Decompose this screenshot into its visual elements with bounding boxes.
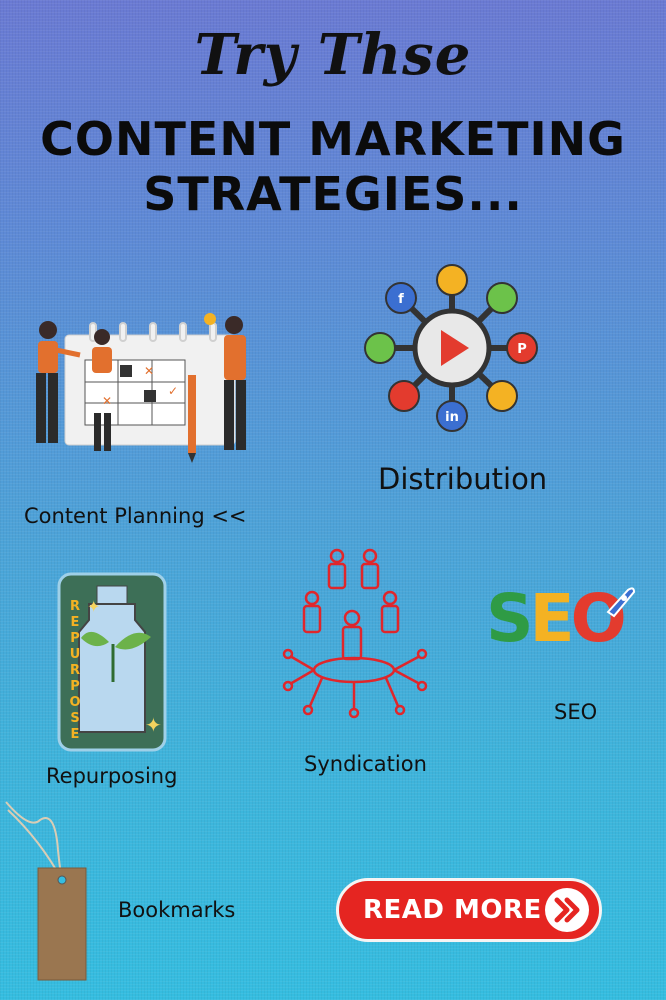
svg-text:in: in xyxy=(445,410,459,425)
distribution-social-hub-icon: f in P xyxy=(364,264,538,432)
repurpose-badge-letter: R xyxy=(70,599,80,614)
page-title-line-2: STRATEGIES... xyxy=(143,167,523,221)
content-planning-illustration-icon: ✕ ✕ ✓ xyxy=(36,313,246,463)
svg-text:S: S xyxy=(70,711,79,726)
svg-text:✦: ✦ xyxy=(145,713,162,737)
seo-logo-e: E xyxy=(529,580,575,657)
seo-logo-s: S xyxy=(486,580,534,657)
seo-logo-icon: SEO xyxy=(486,580,627,657)
read-more-label: READ MORE xyxy=(363,895,542,925)
svg-text:✕: ✕ xyxy=(102,394,112,408)
repurposing-label: Repurposing xyxy=(46,764,178,788)
svg-text:U: U xyxy=(70,647,81,662)
rocket-icon xyxy=(606,587,636,618)
read-more-button[interactable]: READ MORE xyxy=(336,878,602,942)
svg-text:E: E xyxy=(71,727,80,742)
svg-text:E: E xyxy=(71,615,80,630)
svg-text:f: f xyxy=(398,292,404,307)
repurpose-bottle-icon: ✦ ✦ R E P U R P O S E xyxy=(57,572,167,752)
bookmark-tag-icon xyxy=(5,801,87,981)
bookmarks-label: Bookmarks xyxy=(118,898,236,922)
syndication-label: Syndication xyxy=(304,752,427,776)
svg-text:P: P xyxy=(517,342,527,357)
distribution-label: Distribution xyxy=(378,462,548,496)
page-title: CONTENT MARKETING STRATEGIES... xyxy=(0,112,666,222)
svg-text:✦: ✦ xyxy=(87,597,100,616)
seo-label: SEO xyxy=(554,700,598,724)
page-title-line-1: CONTENT MARKETING xyxy=(40,112,626,166)
seo-logo-o: O xyxy=(570,580,627,657)
svg-text:✓: ✓ xyxy=(168,384,178,398)
syndication-network-icon xyxy=(282,548,428,719)
svg-text:R: R xyxy=(70,663,80,678)
svg-text:P: P xyxy=(70,631,80,646)
svg-text:P: P xyxy=(70,679,80,694)
svg-text:✕: ✕ xyxy=(144,364,154,378)
content-planning-label: Content Planning << xyxy=(24,504,247,528)
svg-text:O: O xyxy=(69,695,80,710)
script-heading: Try Thse xyxy=(194,22,472,88)
double-chevron-right-icon xyxy=(545,888,589,932)
